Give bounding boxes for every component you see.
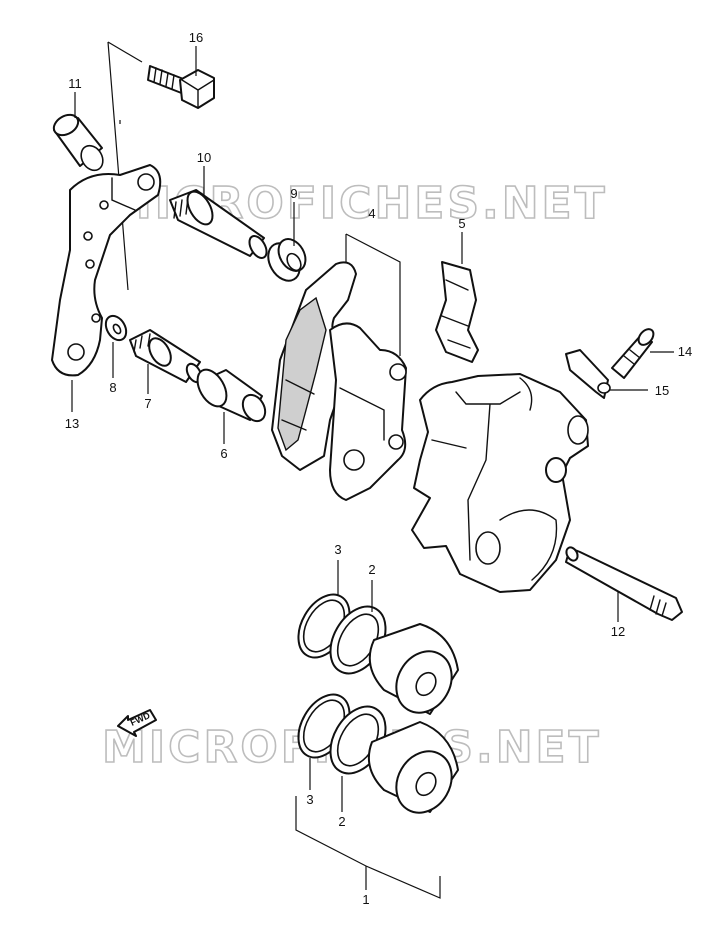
callout-3-lower: 3 xyxy=(306,792,313,807)
part-4-brake-pads xyxy=(271,233,407,501)
part-9-boot xyxy=(267,238,307,282)
part-7-bolt xyxy=(129,329,203,384)
callout-14: 14 xyxy=(678,344,692,359)
piston-seal-set-lower xyxy=(297,693,459,814)
part-8-washer xyxy=(104,314,128,342)
part-6-sleeve-pin xyxy=(196,368,267,423)
piston-seal-set-upper xyxy=(297,593,459,715)
callout-9: 9 xyxy=(290,186,297,201)
callout-4: 4 xyxy=(368,206,375,221)
callout-13: 13 xyxy=(65,416,79,431)
caliper-body xyxy=(411,373,589,593)
callout-3-upper: 3 xyxy=(334,542,341,557)
callout-16: 16 xyxy=(189,30,203,45)
callout-6: 6 xyxy=(220,446,227,461)
callout-7: 7 xyxy=(144,396,151,411)
part-11-sleeve xyxy=(52,113,104,172)
callout-2-upper: 2 xyxy=(368,562,375,577)
part-10-pin xyxy=(169,189,268,259)
leader-lines xyxy=(71,46,674,899)
callout-11: 11 xyxy=(68,76,82,91)
callout-1: 1 xyxy=(362,892,369,907)
callout-2-lower: 2 xyxy=(338,814,345,829)
part-12-pin xyxy=(565,546,683,621)
callout-5: 5 xyxy=(458,216,465,231)
callout-12: 12 xyxy=(611,624,625,639)
callout-labels: 16 11 10 9 4 5 14 15 8 7 13 6 12 3 2 3 2… xyxy=(65,30,692,907)
callout-10: 10 xyxy=(197,150,211,165)
callout-8: 8 xyxy=(109,380,116,395)
part-15-cap xyxy=(565,349,611,399)
part-13-bracket xyxy=(51,164,162,377)
part-16-bolt xyxy=(147,65,215,109)
part-5-spring-clip xyxy=(435,261,479,363)
part-14-bleeder xyxy=(611,328,655,379)
callout-15: 15 xyxy=(655,383,669,398)
